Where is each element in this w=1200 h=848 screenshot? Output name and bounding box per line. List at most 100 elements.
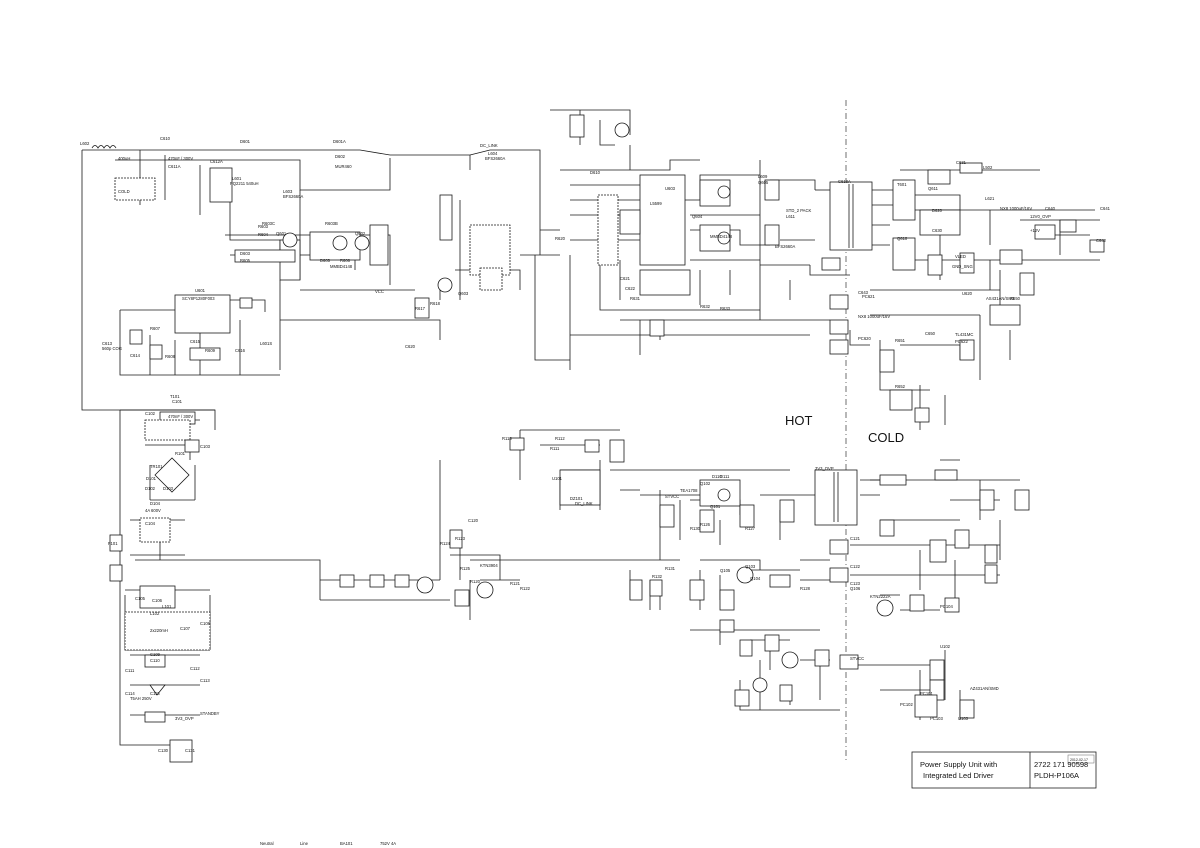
component-label: R125 <box>460 566 471 571</box>
component-label: R127 <box>745 526 756 531</box>
component-label: 12V0_OVP <box>1030 214 1051 219</box>
component-label: C103 <box>200 444 211 449</box>
wiring <box>81 109 1100 760</box>
component-label: Q605 <box>758 180 769 185</box>
component-label: NX8 1000uF/16V <box>1000 206 1032 211</box>
component-label: R603 <box>258 224 269 229</box>
component-label: Q106 <box>850 586 861 591</box>
component-label: R620 <box>555 236 566 241</box>
component-label: R652 <box>895 384 906 389</box>
component-label: AZ431AN/SMD <box>970 686 999 691</box>
component-label: C123 <box>850 581 861 586</box>
component-label: D101 <box>146 476 157 481</box>
component-label: L102 <box>150 611 160 616</box>
component-label: F101 <box>108 541 118 546</box>
component-label: STANDBY <box>200 711 220 716</box>
component-label: U102 <box>940 644 951 649</box>
component-label: R632 <box>700 304 711 309</box>
component-label: TL431MC <box>955 332 973 337</box>
component-label: C613 <box>102 341 113 346</box>
component-label: DZ101 <box>570 496 583 501</box>
component-label: C109 <box>150 652 161 657</box>
component-label: GND_SNG <box>952 264 973 269</box>
component-label: U101 <box>552 476 563 481</box>
component-label: R651 <box>895 338 906 343</box>
component-label: R101 <box>175 451 186 456</box>
component-label: L611 <box>786 214 796 219</box>
component-label: C104 <box>145 521 156 526</box>
component-label: L5599 <box>650 201 662 206</box>
component-label: MMBD4148 <box>330 264 353 269</box>
component-label: BFS2660A <box>775 244 795 249</box>
component-label: R607 <box>150 326 161 331</box>
component-label: C107 <box>180 626 191 631</box>
component-label: R606 <box>340 258 351 263</box>
component-label: C112 <box>190 666 200 671</box>
component-label: 2x220mH <box>150 628 168 633</box>
component-label: R608 <box>165 354 176 359</box>
component-label: R605 <box>240 258 251 263</box>
component-label: L601 <box>232 176 242 181</box>
component-label: C122 <box>850 564 861 569</box>
component-label: KTN3904 <box>480 563 498 568</box>
component-label: U103 <box>958 716 969 721</box>
component-label: PC621 <box>862 294 875 299</box>
component-label: COLD <box>118 189 130 194</box>
component-label: R650 <box>1010 296 1021 301</box>
component-label: Q601 <box>276 231 287 236</box>
component-label: R126 <box>700 522 711 527</box>
component-label: U601 <box>195 288 206 293</box>
title-block-title-line2: Integrated Led Driver <box>923 771 994 780</box>
component-label: Q102 <box>700 481 711 486</box>
component-label: C114 <box>125 691 135 696</box>
component-symbols <box>91 114 1105 763</box>
component-label: R122 <box>520 586 531 591</box>
component-label: PC104 <box>940 604 953 609</box>
component-label: L101 <box>162 604 172 609</box>
component-label: C612A <box>210 159 223 164</box>
component-label: L502 <box>983 165 993 170</box>
component-label: C640 <box>1045 206 1056 211</box>
component-label: C620 <box>405 344 416 349</box>
component-label: 560p COG <box>102 346 122 351</box>
component-label: R123 <box>455 536 466 541</box>
component-label: 4A 600V <box>145 508 161 513</box>
component-label: Q611 <box>928 186 939 191</box>
component-label: R128 <box>800 586 811 591</box>
component-label: BFS2660A <box>485 156 505 161</box>
component-label: 470nF / 300V <box>168 156 193 161</box>
component-label: R603B <box>325 221 338 226</box>
component-label: R604 <box>258 232 269 237</box>
component-label: C631 <box>956 160 967 165</box>
component-label: L621 <box>985 196 995 201</box>
component-label: BA101 <box>340 841 353 846</box>
component-label: Q103 <box>745 564 756 569</box>
component-label: D601A <box>333 139 346 144</box>
title-block-stamp: 2012-02-17 <box>1070 758 1088 762</box>
component-label: C641 <box>1100 206 1111 211</box>
component-label: C113 <box>200 678 210 683</box>
component-label: Neutral <box>260 841 274 846</box>
component-label: R132 <box>652 574 663 579</box>
component-label: Q602 <box>355 231 366 236</box>
component-label: DC_LINK <box>575 501 593 506</box>
component-label: 400uH <box>118 156 130 161</box>
component-label: T101 <box>170 394 180 399</box>
component-label: NX8 1000uF/16V <box>858 314 890 319</box>
component-label: C621 <box>620 276 631 281</box>
component-label: 3V3_OVP <box>815 466 834 471</box>
component-label: D104 <box>150 501 161 506</box>
component-label: R618 <box>430 301 441 306</box>
hot-region-label: HOT <box>785 413 813 428</box>
component-label: D111 <box>720 474 730 479</box>
component-label: C611A <box>168 164 181 169</box>
component-label: Q105 <box>720 568 731 573</box>
component-label: Q610 <box>897 236 908 241</box>
component-label: C643 <box>858 290 869 295</box>
component-label: D603 <box>240 251 251 256</box>
component-label: Line <box>300 841 309 846</box>
component-label: PC103 <box>930 716 943 721</box>
component-label: R113 <box>502 436 512 441</box>
cold-region-label: COLD <box>868 430 904 445</box>
